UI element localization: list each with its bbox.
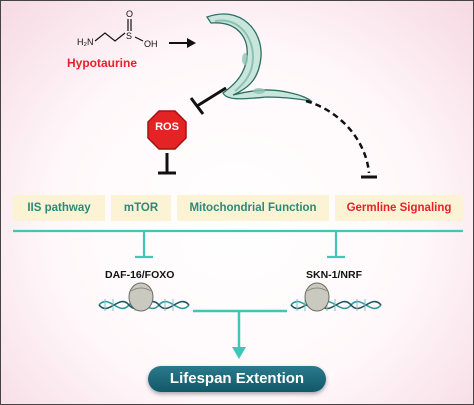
worm-inhibits-ros <box>189 86 227 115</box>
formula-sulfur: S <box>126 31 132 41</box>
ros-label: ROS <box>155 121 179 133</box>
tf-skn1: SKN-1/NRF <box>306 269 363 281</box>
pathway-iis: IIS pathway <box>13 195 105 221</box>
hypotaurine-structure <box>94 19 144 42</box>
outcome-arrowhead <box>232 347 246 359</box>
compound-to-worm-arrow <box>169 38 196 48</box>
compound-name: Hypotaurine <box>67 56 138 70</box>
formula-hydroxyl: OH <box>144 39 158 49</box>
formula-amine: H₂N <box>77 37 94 47</box>
tf-daf16: DAF-16/FOXO <box>105 269 175 281</box>
pathway-mitochondrial: Mitochondrial Function <box>177 195 329 221</box>
inhibit-skn1 <box>327 231 345 259</box>
ros-inhibition <box>158 153 176 175</box>
ros-stop-sign <box>147 110 187 150</box>
dna-helix-right <box>290 282 382 312</box>
worm-inhibits-germline <box>305 99 377 179</box>
inhibit-daf16 <box>135 231 153 259</box>
worm-illustration <box>205 13 313 102</box>
pathway-germline: Germline Signaling <box>335 195 463 221</box>
dna-to-outcome-arrow <box>193 309 287 349</box>
pathway-mtor: mTOR <box>111 195 171 221</box>
formula-oxygen: O <box>126 9 133 19</box>
outcome-lifespan: Lifespan Extention <box>148 366 326 392</box>
dna-helix-left <box>98 282 190 312</box>
